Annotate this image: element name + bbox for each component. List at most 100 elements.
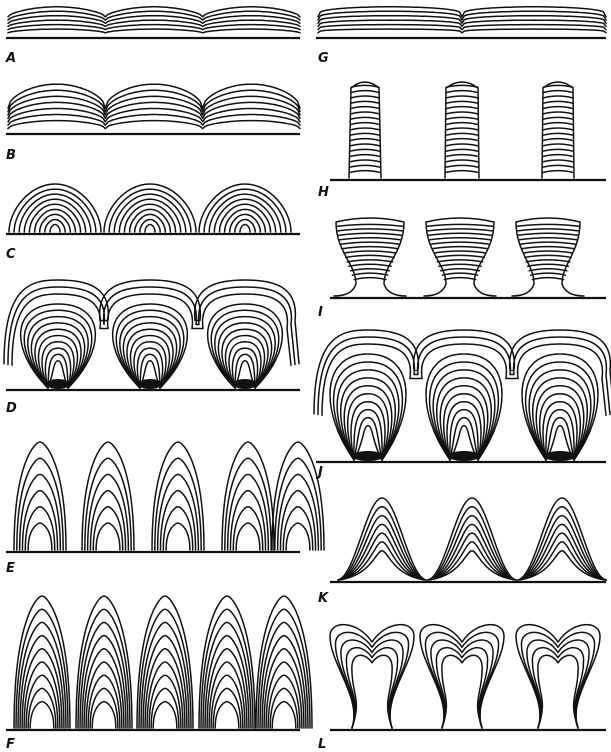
stripe — [543, 123, 574, 125]
stripe — [338, 229, 403, 231]
contour-line — [92, 702, 116, 728]
contour-line — [236, 523, 260, 550]
stripe — [528, 264, 569, 266]
contour-line — [270, 688, 298, 728]
stripe — [445, 160, 479, 162]
contour-line — [428, 516, 516, 580]
panel-B: B — [6, 84, 300, 163]
stripe — [543, 117, 574, 119]
panel-C-label: C — [6, 247, 16, 262]
stripe — [543, 101, 573, 103]
stripe — [529, 269, 567, 271]
stripe — [543, 107, 574, 109]
contour-line — [151, 688, 179, 728]
contour-line — [338, 516, 426, 580]
contour-line — [160, 491, 195, 550]
panel-E-label: E — [6, 561, 15, 576]
panel-J-drawing — [314, 330, 611, 462]
panel-F: F — [6, 596, 312, 752]
panel-E: E — [6, 442, 324, 576]
stripe — [442, 273, 477, 275]
panel-G-drawing — [316, 7, 606, 38]
stripe — [517, 224, 580, 226]
contour-line — [163, 507, 192, 550]
contour-line — [28, 688, 56, 728]
stripe — [349, 171, 381, 173]
panel-A: A — [5, 7, 300, 66]
stripe — [446, 85, 478, 87]
stripe — [446, 112, 479, 114]
stripe — [350, 144, 381, 146]
stripe — [427, 224, 494, 226]
contour-line — [215, 317, 275, 388]
base-blot — [448, 451, 480, 461]
contour-line — [272, 702, 296, 728]
contour-line — [120, 317, 180, 388]
panel-A-drawing — [6, 7, 300, 38]
stripe — [543, 112, 574, 114]
stripe — [543, 91, 573, 93]
panel-H: H — [318, 82, 606, 200]
panel-F-label: F — [6, 737, 15, 752]
stripe — [350, 133, 380, 135]
contour-line — [28, 317, 88, 388]
panel-L-label: L — [318, 737, 326, 752]
stripe — [350, 149, 381, 151]
contour-line — [235, 219, 255, 232]
stripe — [351, 269, 390, 271]
contour-line — [230, 214, 261, 232]
contour-line — [40, 214, 71, 232]
contour-line — [50, 225, 60, 232]
stripe — [339, 233, 402, 235]
contour-line — [337, 370, 399, 460]
contour-line — [90, 688, 118, 728]
stripe — [350, 123, 380, 125]
contour-line — [166, 523, 190, 550]
stripe — [351, 91, 379, 93]
stripe — [349, 160, 380, 162]
stripe — [446, 117, 479, 119]
panel-K-label: K — [318, 591, 329, 606]
stripe — [430, 238, 490, 240]
stripe — [542, 149, 573, 151]
stripe — [445, 155, 479, 157]
stripe — [446, 123, 479, 125]
stripe — [337, 224, 404, 226]
stripe — [351, 85, 379, 87]
contour-line — [8, 287, 295, 365]
stripe — [351, 96, 380, 98]
stripe — [522, 247, 574, 249]
panel-K-drawing — [330, 498, 606, 582]
contour-line — [96, 523, 120, 550]
panel-A-label: A — [5, 51, 16, 66]
contour-line — [215, 702, 239, 728]
stripe — [526, 260, 570, 262]
stripe — [445, 171, 479, 173]
contour-line — [420, 625, 504, 728]
stripe — [446, 96, 478, 98]
panel-I-label: I — [318, 305, 323, 320]
panel-C-drawing — [6, 184, 300, 234]
stripe — [349, 264, 391, 266]
panel-H-drawing — [330, 82, 606, 180]
stripe — [434, 251, 486, 253]
stripe — [445, 144, 478, 146]
stripe — [444, 278, 476, 280]
stripe — [525, 255, 572, 257]
panel-B-drawing — [6, 84, 300, 134]
contour-line — [428, 507, 516, 580]
stripe — [445, 133, 478, 135]
stripe — [531, 273, 566, 275]
stripe — [445, 165, 479, 167]
stripe — [446, 128, 479, 130]
stripe — [517, 229, 578, 231]
stripe — [350, 107, 379, 109]
contour-line — [8, 121, 300, 129]
stripe — [433, 247, 488, 249]
stripe — [350, 128, 380, 130]
contour-line — [330, 625, 414, 728]
stripe — [439, 264, 481, 266]
contour-line — [25, 507, 54, 550]
stripe — [543, 85, 573, 87]
